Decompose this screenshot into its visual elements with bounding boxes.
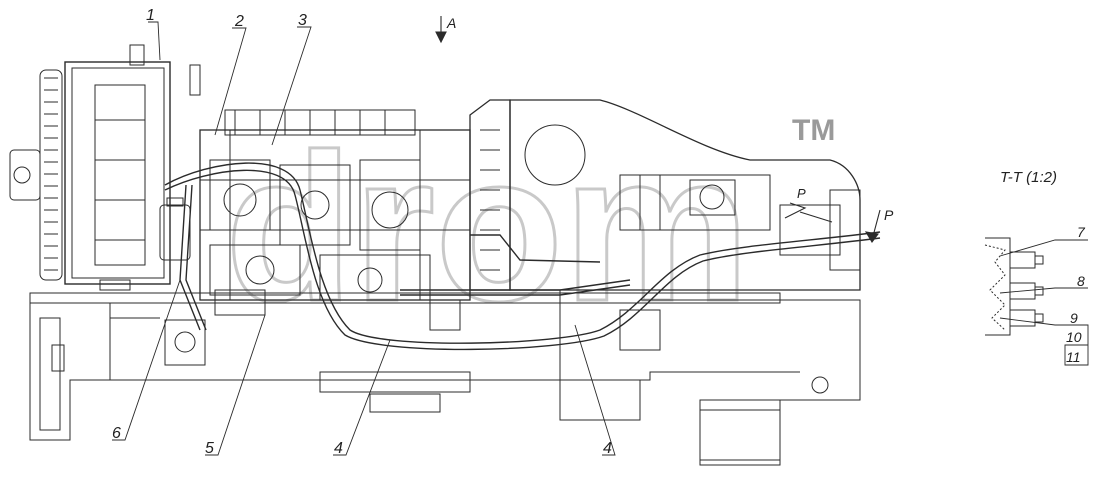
section-detail: [984, 237, 1044, 336]
view-arrows: [435, 16, 881, 243]
watermark: drom TM: [224, 109, 836, 347]
callout-8: 8: [1077, 273, 1085, 289]
callouts: 1 2 3 4 4 5 6 7 8 9 10 11 A P P T-T (1:2…: [112, 7, 1086, 457]
frame-rail: [29, 292, 800, 441]
tank: [159, 197, 206, 366]
callout-4b: 4: [603, 440, 612, 457]
callout-11: 11: [1066, 349, 1081, 365]
callout-2: 2: [234, 13, 244, 30]
callout-3: 3: [298, 12, 307, 29]
callout-1: 1: [146, 7, 155, 24]
callout-10: 10: [1066, 329, 1082, 345]
watermark-text: drom: [225, 110, 750, 345]
view-label-p-side: P: [884, 207, 894, 223]
callout-9: 9: [1070, 310, 1078, 326]
pipelines: [164, 162, 881, 351]
watermark-tm: TM: [792, 114, 835, 147]
radiator: [9, 44, 201, 291]
section-title: T-T (1:2): [1000, 169, 1057, 186]
transmission: [469, 99, 861, 466]
callout-6: 6: [112, 425, 121, 442]
callout-4a: 4: [334, 440, 343, 457]
leader-lines: [112, 21, 1089, 456]
callout-7: 7: [1077, 224, 1086, 240]
view-label-a: A: [446, 15, 456, 31]
view-label-p-top: P: [797, 186, 806, 201]
callout-5: 5: [205, 440, 214, 457]
